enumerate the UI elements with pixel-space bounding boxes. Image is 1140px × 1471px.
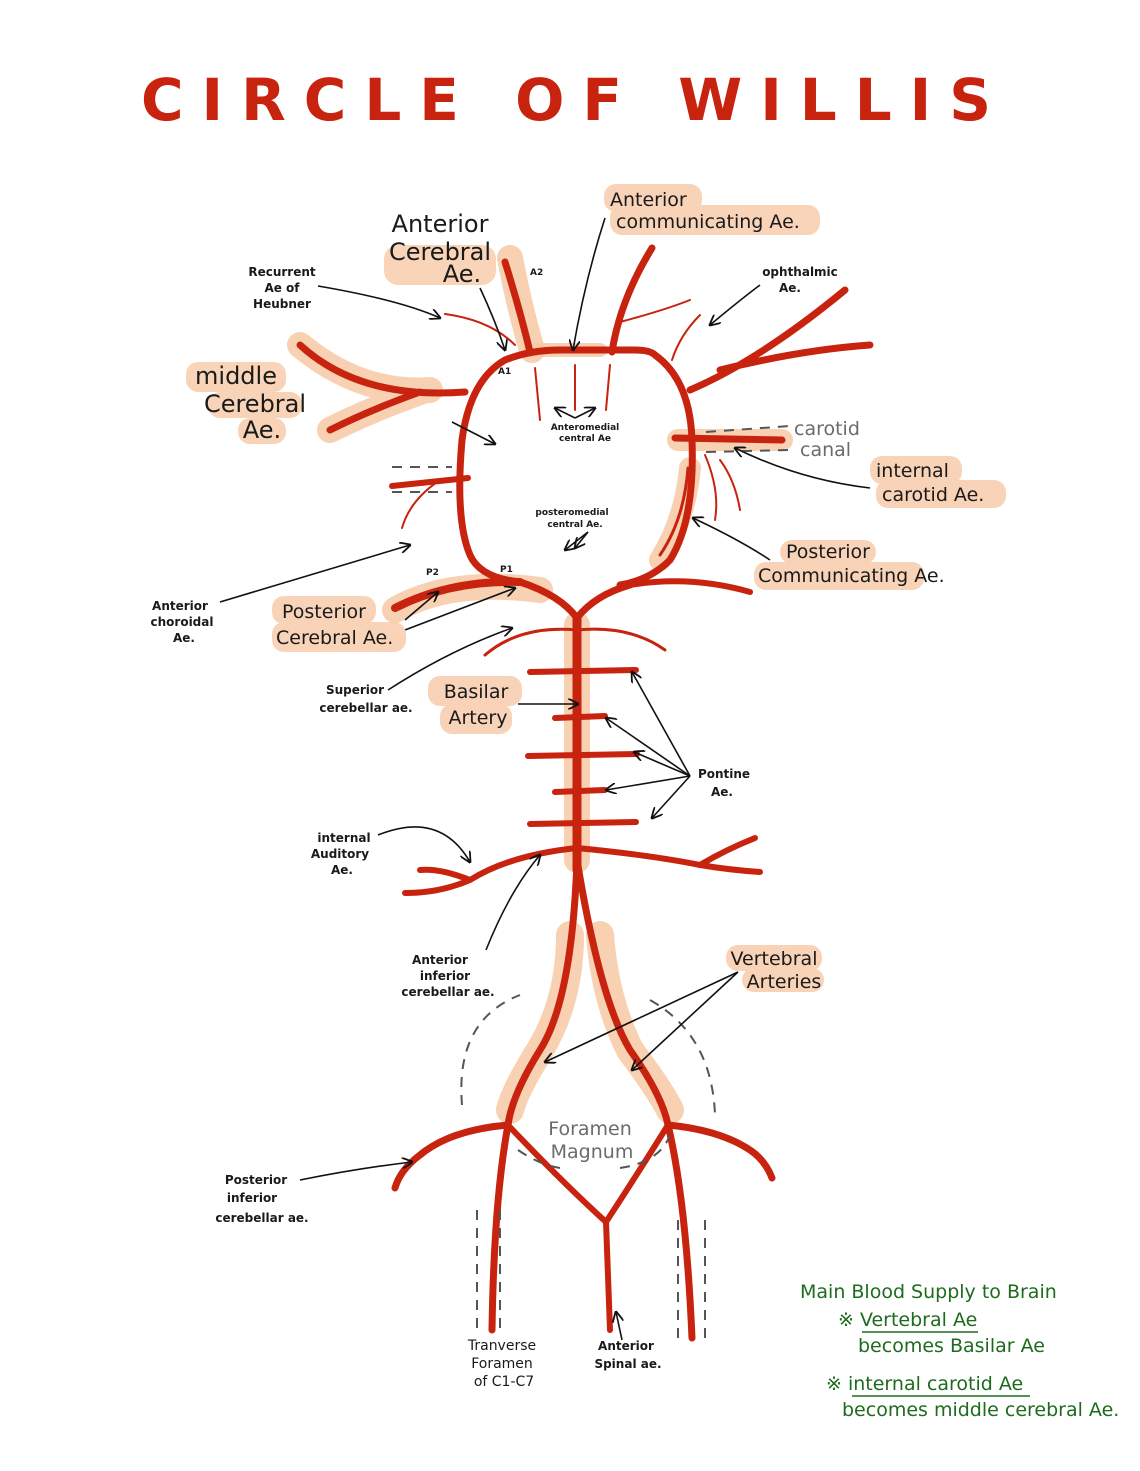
label-anterior-cerebral-3: Ae. xyxy=(443,260,481,288)
label-posterior-communicating-1: Posterior xyxy=(786,541,870,563)
artery-layer xyxy=(296,244,874,1342)
note-item2-line1: ※ internal carotid Ae xyxy=(826,1373,1023,1395)
carotid-canal-outline xyxy=(705,425,791,453)
label-recurrent-2: Ae of xyxy=(264,281,300,295)
note-heading: Main Blood Supply to Brain xyxy=(800,1281,1057,1303)
label-recurrent-3: Heubner xyxy=(253,297,311,311)
label-pica-1: Posterior xyxy=(225,1173,287,1187)
label-carotid-canal-1: carotid xyxy=(794,418,860,440)
label-basilar-2: Artery xyxy=(448,707,507,729)
internal-carotid-left xyxy=(389,475,471,489)
label-middle-cerebral-2: Cerebral xyxy=(204,390,306,418)
label-anterior-choroidal-2: choroidal xyxy=(151,615,214,629)
superior-cerebellar-right xyxy=(575,627,667,652)
label-internal-auditory-1: internal xyxy=(317,831,370,845)
label-superior-cerebellar-1: Superior xyxy=(326,683,384,697)
label-internal-carotid-1: internal xyxy=(876,460,949,482)
label-pontine-1: Pontine xyxy=(698,767,750,781)
transverse-foramen-left-outline xyxy=(476,1210,501,1330)
label-transverse-foramen-1: Tranverse xyxy=(467,1338,536,1354)
label-anteromedial-2: central Ae xyxy=(559,434,611,444)
posterior-cerebral-left xyxy=(391,577,524,612)
label-highlights xyxy=(186,184,1006,992)
middle-cerebral-right xyxy=(686,286,874,394)
anterior-cerebral-right xyxy=(608,244,656,356)
transverse-foramen-right-outline xyxy=(677,1220,706,1340)
label-posteromedial-1: posteromedial xyxy=(535,508,608,518)
label-anterior-cerebral-1: Anterior xyxy=(392,210,489,238)
label-ophthalmic-1: ophthalmic xyxy=(762,265,838,279)
diagram-title: CIRCLE OF WILLIS xyxy=(141,66,1009,134)
posterior-communicating-right xyxy=(658,466,690,557)
label-posterior-cerebral-1: Posterior xyxy=(282,601,366,623)
label-transverse-foramen-3: of C1-C7 xyxy=(474,1374,534,1390)
label-aica-3: cerebellar ae. xyxy=(401,985,494,999)
label-carotid-canal-2: canal xyxy=(800,439,851,461)
posterior-inferior-cerebellar-right xyxy=(664,1121,776,1182)
label-anterior-spinal-1: Anterior xyxy=(598,1339,654,1353)
label-anterior-communicating-2: communicating Ae. xyxy=(616,211,800,233)
labels: Anterior Cerebral Ae. A2 A1 Anterior com… xyxy=(151,189,985,1390)
thin-branches xyxy=(401,299,741,529)
posterior-cerebral-right xyxy=(627,578,753,595)
label-anteromedial-1: Anteromedial xyxy=(551,423,620,433)
label-posteromedial-2: central Ae. xyxy=(547,520,602,530)
label-anterior-cerebral-2: Cerebral xyxy=(389,238,491,266)
label-pica-3: cerebellar ae. xyxy=(215,1211,308,1225)
label-aica-2: inferior xyxy=(420,969,470,983)
note-item2-line2: becomes middle cerebral Ae. xyxy=(842,1399,1119,1421)
vertebral-descending-right xyxy=(664,1121,696,1342)
label-vertebral-1: Vertebral xyxy=(731,948,818,970)
label-superior-cerebellar-2: cerebellar ae. xyxy=(319,701,412,715)
label-internal-carotid-2: carotid Ae. xyxy=(882,484,984,506)
basilar-bifurcation xyxy=(516,578,634,622)
left-canal-outline xyxy=(392,466,452,493)
label-pontine-2: Ae. xyxy=(711,785,733,799)
label-anterior-communicating-1: Anterior xyxy=(610,189,687,211)
label-posterior-cerebral-2: Cerebral Ae. xyxy=(276,627,393,649)
anterior-spinal-artery xyxy=(505,1122,671,1333)
anterior-cerebral-left xyxy=(501,258,534,356)
label-p1: P1 xyxy=(500,565,513,575)
vertebral-right xyxy=(573,856,672,1129)
summary-note: Main Blood Supply to Brain ※ Vertebral A… xyxy=(800,1281,1119,1421)
dashed-outlines xyxy=(392,425,791,1340)
annotation-arrows xyxy=(219,217,871,1341)
label-internal-auditory-3: Ae. xyxy=(331,863,353,877)
note-item1-line1: ※ Vertebral Ae xyxy=(838,1309,977,1331)
label-basilar-1: Basilar xyxy=(444,681,509,703)
label-a1: A1 xyxy=(498,367,511,377)
superior-cerebellar-left xyxy=(483,627,579,657)
label-aica-1: Anterior xyxy=(412,953,468,967)
label-foramen-magnum-2: Magnum xyxy=(551,1141,634,1163)
label-internal-auditory-2: Auditory xyxy=(311,847,369,861)
middle-cerebral-left xyxy=(296,341,469,434)
posterior-inferior-cerebellar-left xyxy=(391,1121,512,1192)
label-a2: A2 xyxy=(530,268,543,278)
label-anterior-spinal-2: Spinal ae. xyxy=(594,1357,661,1371)
circle-ring xyxy=(456,346,696,589)
label-p2: P2 xyxy=(426,568,439,578)
label-vertebral-2: Arteries xyxy=(747,971,822,993)
internal-carotid-right xyxy=(671,434,786,444)
pontine-branches xyxy=(525,667,640,827)
label-pica-2: inferior xyxy=(227,1191,277,1205)
vertebral-left xyxy=(504,856,581,1129)
note-item1-line2: becomes Basilar Ae xyxy=(858,1335,1045,1357)
label-posterior-communicating-2: Communicating Ae. xyxy=(758,565,945,587)
label-anterior-choroidal-3: Ae. xyxy=(173,631,195,645)
label-ophthalmic-2: Ae. xyxy=(779,281,801,295)
label-foramen-magnum-1: Foramen xyxy=(548,1118,632,1140)
label-transverse-foramen-2: Foramen xyxy=(471,1356,533,1372)
anterior-inferior-cerebellar xyxy=(402,835,763,896)
vertebral-descending-left xyxy=(488,1121,512,1334)
label-recurrent-1: Recurrent xyxy=(248,265,316,279)
label-middle-cerebral-3: Ae. xyxy=(243,416,281,444)
label-middle-cerebral-1: middle xyxy=(195,362,277,390)
highlight-vertebral-right xyxy=(586,921,684,1124)
label-anterior-choroidal-1: Anterior xyxy=(152,599,208,613)
